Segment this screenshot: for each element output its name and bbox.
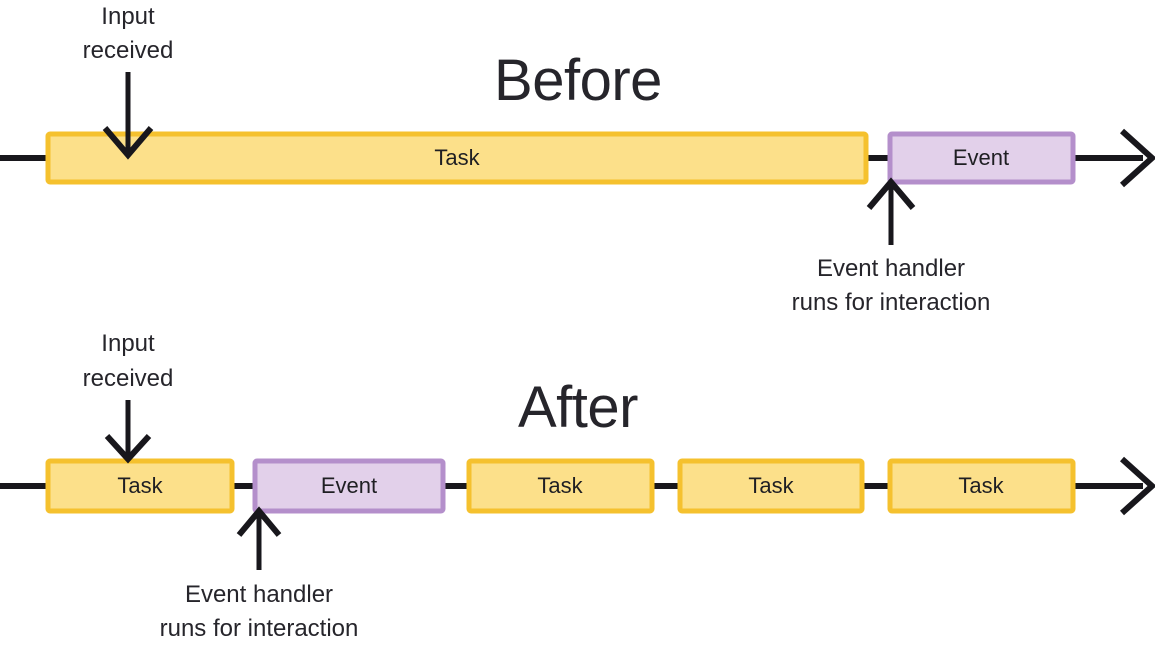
after-input-received-annotation: Input received: [83, 330, 174, 464]
after-input-received-line2: received: [83, 365, 174, 392]
after-task-rect-4[interactable]: [887, 458, 1076, 514]
after-event-handler-line1: Event handler: [185, 581, 333, 608]
after-title: After: [518, 375, 638, 440]
after-task-label-3: Task: [748, 473, 794, 498]
after-event-handler-line2: runs for interaction: [160, 615, 359, 642]
before-task-rect[interactable]: [45, 131, 869, 185]
before-event-label: Event: [953, 145, 1009, 170]
after-event-label: Event: [321, 473, 377, 498]
after-handler-arrow-up-icon: [236, 506, 282, 570]
after-event-rect[interactable]: [252, 458, 446, 514]
after-task-block-1[interactable]: Task: [45, 458, 235, 514]
after-timeline-arrow-icon: [1119, 456, 1155, 516]
before-input-received-annotation: Input received: [83, 3, 174, 160]
before-event-handler-line2: runs for interaction: [792, 289, 991, 316]
before-task-block[interactable]: Task: [45, 131, 869, 185]
after-task-block-3[interactable]: Task: [677, 458, 865, 514]
after-input-arrow-down-icon: [104, 400, 152, 464]
before-event-handler-line1: Event handler: [817, 255, 965, 282]
after-task-rect-2[interactable]: [466, 458, 655, 514]
after-task-label-4: Task: [958, 473, 1004, 498]
before-input-arrow-down-icon: [102, 72, 154, 160]
after-section: After Task Event Task: [0, 330, 1155, 642]
after-task-label-2: Task: [537, 473, 583, 498]
before-handler-arrow-up-icon: [866, 177, 916, 245]
after-task-block-4[interactable]: Task: [887, 458, 1076, 514]
before-title: Before: [494, 48, 662, 113]
before-event-handler-annotation: Event handler runs for interaction: [792, 177, 991, 316]
after-input-received-line1: Input: [101, 330, 155, 357]
before-timeline-arrow-icon: [1119, 128, 1155, 188]
after-task-rect-3[interactable]: [677, 458, 865, 514]
before-section: Before Task Event Input received: [0, 3, 1155, 316]
after-task-block-2[interactable]: Task: [466, 458, 655, 514]
before-event-block[interactable]: Event: [887, 131, 1076, 185]
before-task-label: Task: [434, 145, 480, 170]
after-event-block[interactable]: Event: [252, 458, 446, 514]
after-task-label-1: Task: [117, 473, 163, 498]
after-event-handler-annotation: Event handler runs for interaction: [160, 506, 359, 642]
before-input-received-line1: Input: [101, 3, 155, 30]
before-input-received-line2: received: [83, 37, 174, 64]
before-event-rect[interactable]: [887, 131, 1076, 185]
after-task-rect-1[interactable]: [45, 458, 235, 514]
